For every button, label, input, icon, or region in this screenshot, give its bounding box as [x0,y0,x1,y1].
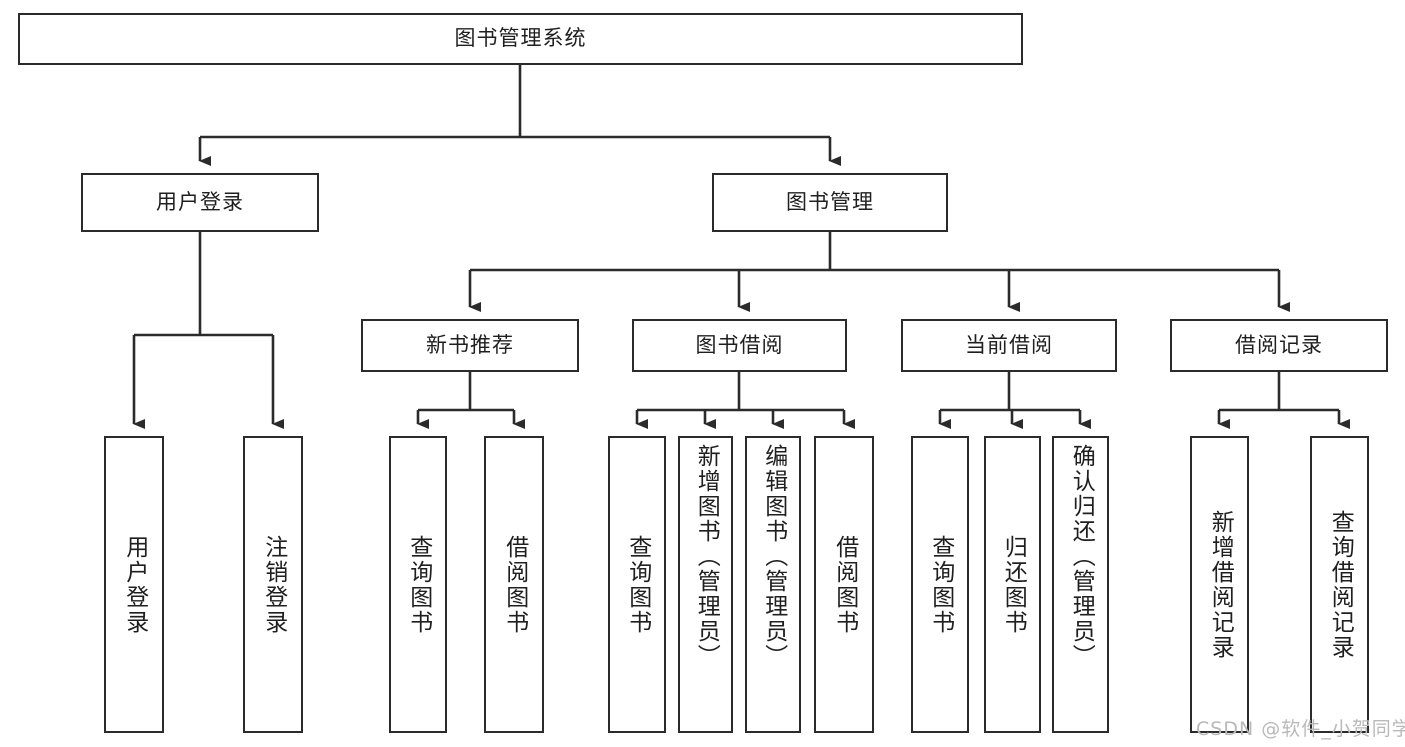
node-leaf-query-book-1[interactable]: 查询图书 [389,436,447,733]
node-leaf-add-record-label: 新增借阅记录 [1207,509,1234,660]
node-new-book-recommend-label: 新书推荐 [426,332,514,357]
node-leaf-return-book-label: 归还图书 [1000,534,1027,635]
node-leaf-logout-label: 注销登录 [260,534,287,635]
node-leaf-return-book[interactable]: 归还图书 [984,436,1041,733]
node-current-borrow-label: 当前借阅 [965,332,1053,357]
node-book-manage-label: 图书管理 [786,189,874,214]
node-leaf-confirm-return-label: 确认归还（管理员） [1068,444,1095,669]
node-leaf-query-book-1-label: 查询图书 [405,534,432,635]
node-leaf-edit-book[interactable]: 编辑图书（管理员） [745,436,801,733]
node-book-borrow-label: 图书借阅 [695,332,784,357]
node-current-borrow[interactable]: 当前借阅 [901,319,1117,372]
node-leaf-borrow-book-2-label: 借阅图书 [831,534,858,635]
node-leaf-query-book-3[interactable]: 查询图书 [911,436,969,733]
node-leaf-add-book-label: 新增图书（管理员） [693,444,720,669]
node-book-borrow[interactable]: 图书借阅 [632,319,847,372]
node-leaf-query-book-3-label: 查询图书 [927,534,954,635]
node-leaf-edit-book-label: 编辑图书（管理员） [760,444,787,669]
node-borrow-record[interactable]: 借阅记录 [1170,319,1388,372]
node-root-label: 图书管理系统 [454,26,587,51]
node-leaf-user-login-label: 用户登录 [121,534,148,635]
node-user-login[interactable]: 用户登录 [81,173,319,232]
node-leaf-query-book-2-label: 查询图书 [624,534,651,635]
node-leaf-add-book[interactable]: 新增图书（管理员） [678,436,733,733]
node-leaf-borrow-book-1-label: 借阅图书 [501,534,528,635]
node-leaf-query-record-label: 查询借阅记录 [1327,509,1354,660]
node-user-login-label: 用户登录 [156,189,244,214]
watermark-csdn: CSDN @软件_小贺同学 [1196,718,1405,740]
node-new-book-recommend[interactable]: 新书推荐 [361,319,579,372]
node-book-manage[interactable]: 图书管理 [712,173,948,232]
node-root[interactable]: 图书管理系统 [18,13,1023,65]
node-leaf-confirm-return[interactable]: 确认归还（管理员） [1052,436,1109,733]
node-leaf-borrow-book-1[interactable]: 借阅图书 [484,436,544,733]
node-leaf-borrow-book-2[interactable]: 借阅图书 [814,436,874,733]
node-leaf-user-login[interactable]: 用户登录 [104,436,164,733]
node-leaf-logout[interactable]: 注销登录 [243,436,303,733]
node-borrow-record-label: 借阅记录 [1235,332,1323,357]
node-leaf-query-record[interactable]: 查询借阅记录 [1310,436,1369,733]
node-leaf-query-book-2[interactable]: 查询图书 [608,436,666,733]
node-leaf-add-record[interactable]: 新增借阅记录 [1190,436,1249,733]
